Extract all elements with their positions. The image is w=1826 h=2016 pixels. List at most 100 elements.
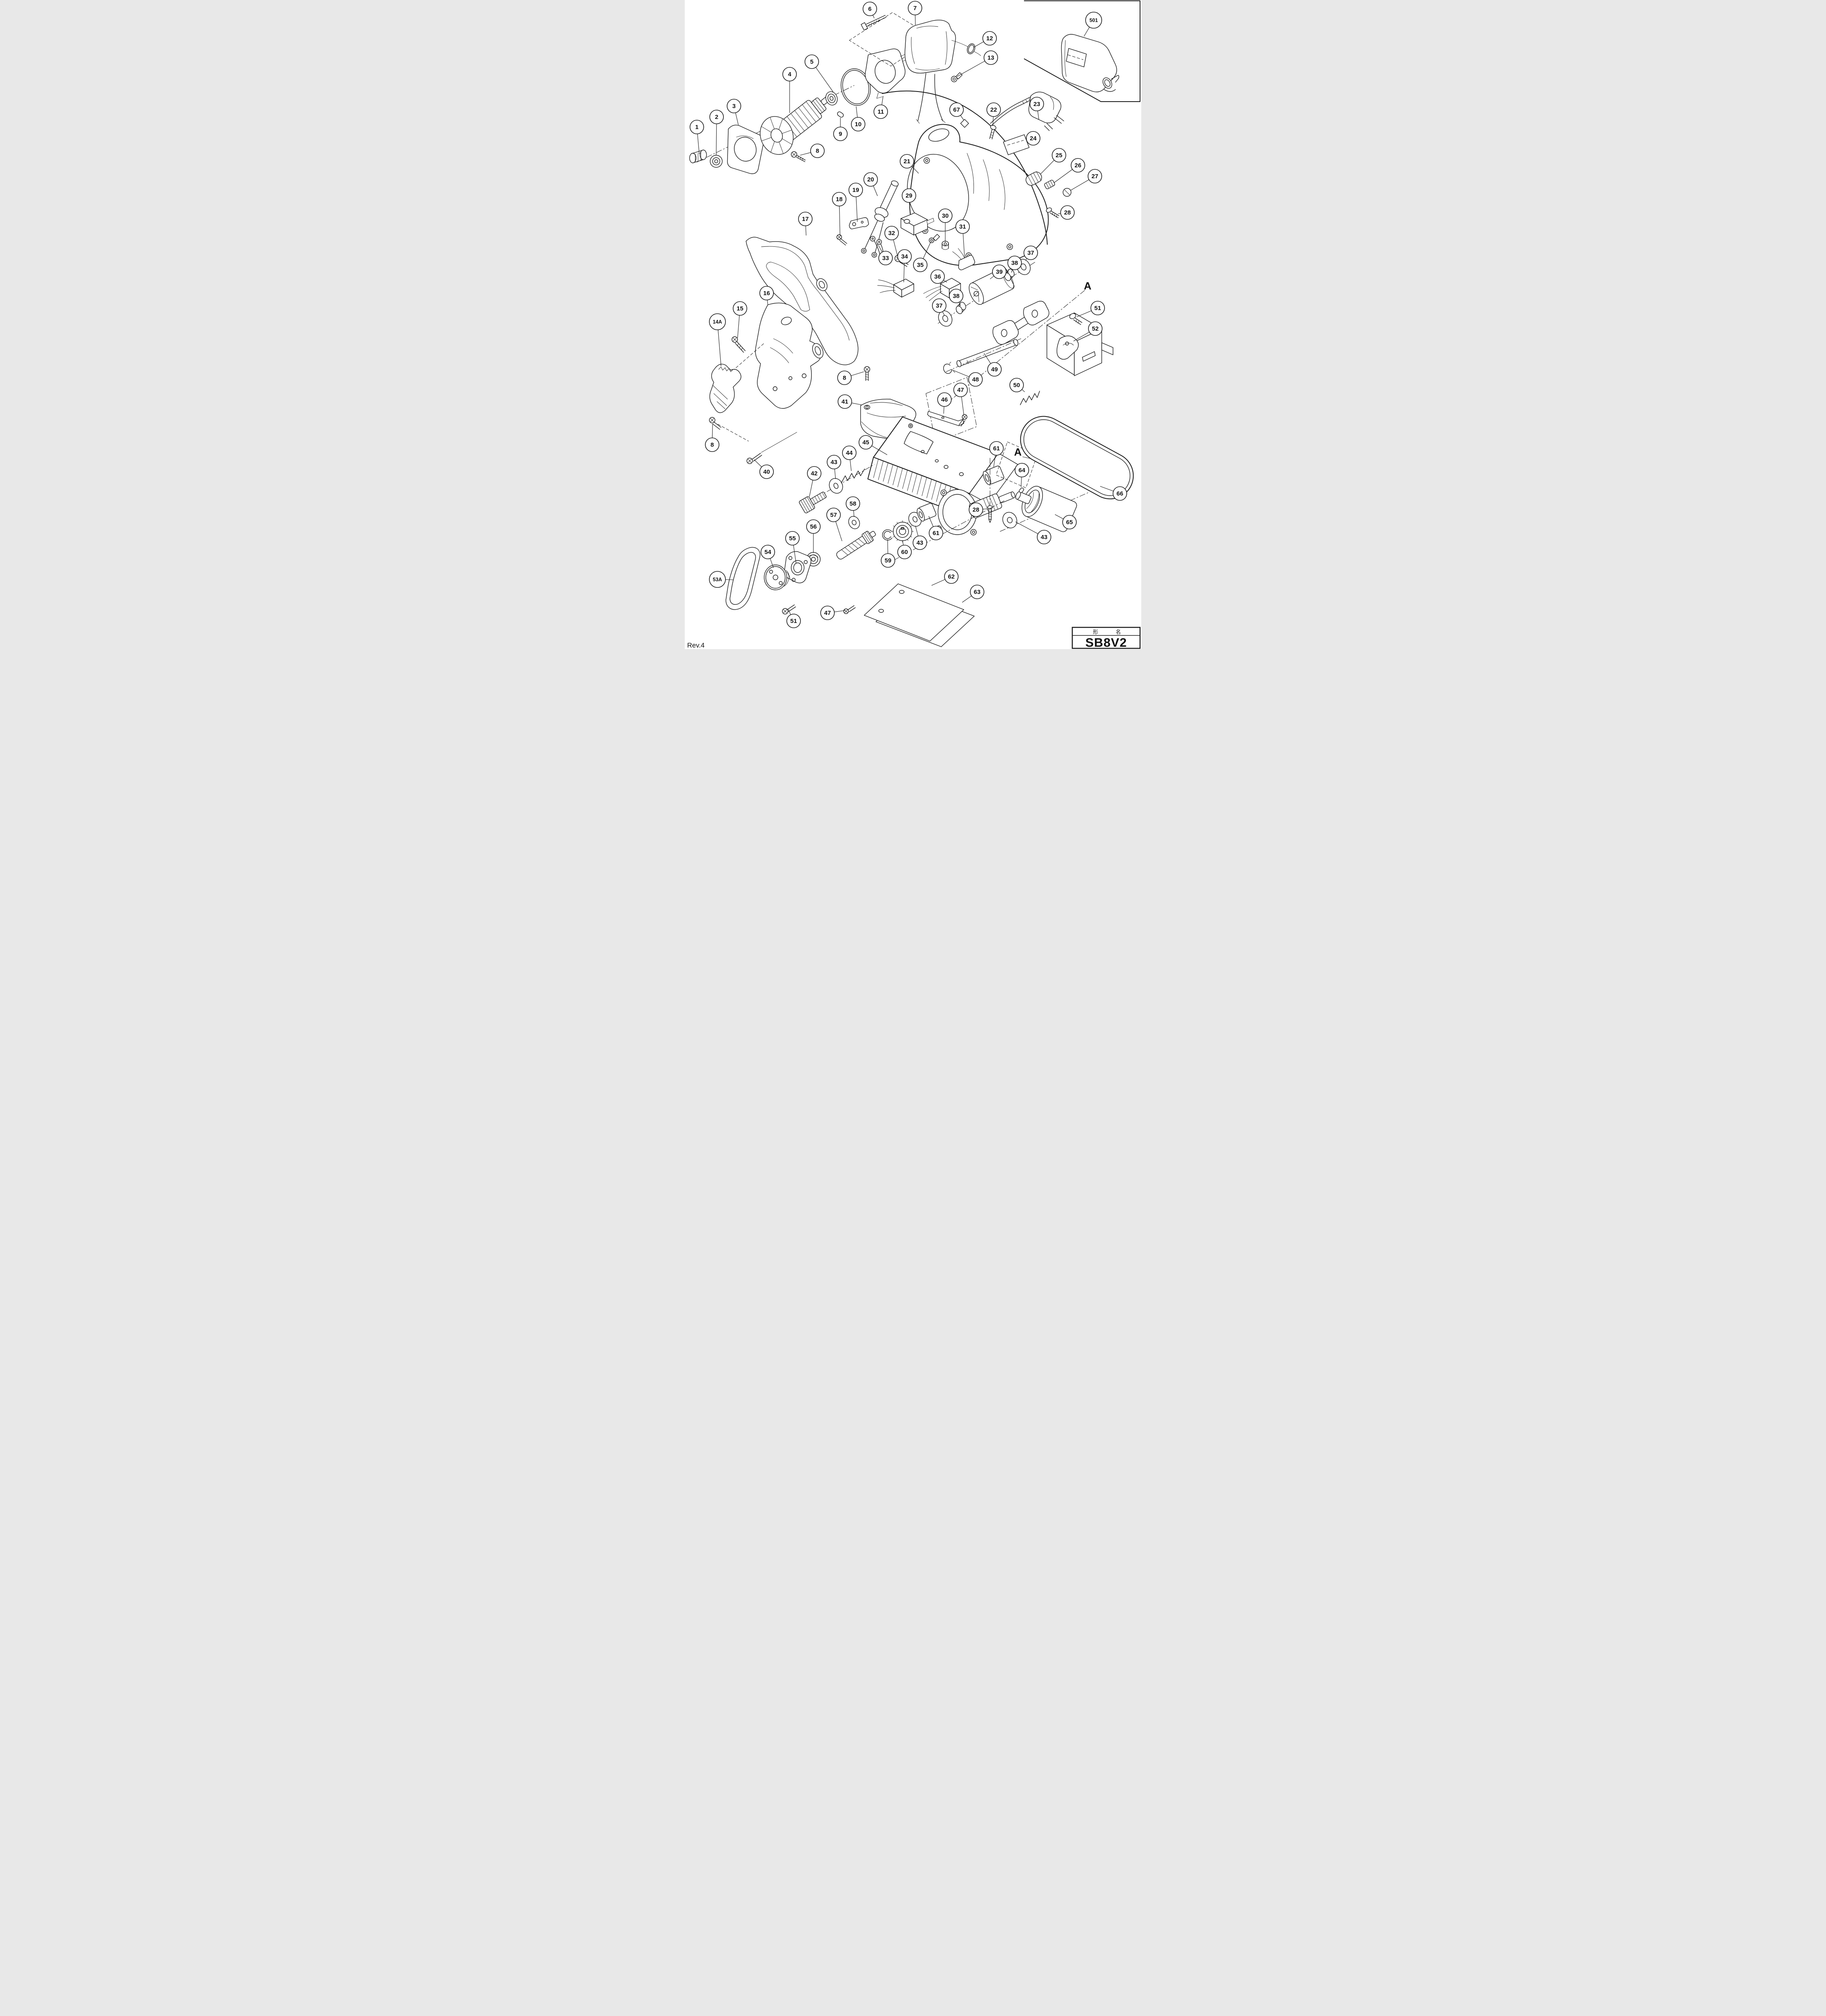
callout-number: 27	[1092, 173, 1099, 180]
callout-17: 17	[798, 212, 813, 236]
callout-number: 28	[1064, 209, 1071, 216]
brush-cap-drawing	[689, 150, 707, 163]
callout-circle	[1015, 463, 1029, 477]
screw-18-drawing	[836, 234, 847, 246]
callout-leader-line	[851, 402, 862, 405]
callout-number: 61	[993, 445, 1000, 452]
marker-67-drawing	[960, 119, 969, 128]
callout-leader-line	[923, 242, 931, 259]
callout-circle	[987, 362, 1002, 377]
callout-circle	[863, 172, 878, 187]
callout-29: 29	[902, 188, 916, 214]
callout-leader-line	[1100, 486, 1114, 492]
callout-circle	[982, 31, 997, 46]
callout-leader-line	[839, 206, 840, 236]
callout-11: 11	[873, 96, 888, 119]
callout-leader-line	[1021, 389, 1025, 392]
washer-37b-drawing	[938, 310, 953, 327]
callout-leader-line	[882, 96, 884, 105]
callout-circle	[733, 301, 747, 316]
callout-circle	[1071, 158, 1085, 173]
callout-circle	[759, 464, 774, 479]
callout-leader-line	[718, 329, 721, 367]
callout-circle	[1030, 97, 1044, 111]
callout-3: 3	[727, 99, 741, 125]
callout-leader-line	[754, 459, 762, 467]
callout-circle	[805, 54, 819, 69]
callout-circle	[953, 383, 968, 397]
callout-43: 43	[1015, 521, 1051, 544]
callout-number: 34	[901, 253, 908, 260]
callout-55: 55	[785, 531, 800, 563]
callout-number: 16	[763, 290, 770, 297]
callout-65: 65	[1055, 514, 1077, 529]
callout-circle	[881, 553, 895, 568]
callout-circle	[842, 446, 857, 460]
callout-leader-line	[962, 596, 972, 603]
section-label-A: A	[1084, 280, 1092, 292]
title-block-field-label: 形 名	[1093, 629, 1129, 635]
callout-number: 25	[1056, 152, 1063, 159]
screw-51a-drawing	[1069, 313, 1082, 325]
callout-48: 48	[951, 369, 983, 387]
callout-leader-line	[1054, 169, 1073, 183]
callout-leader-line	[963, 233, 965, 258]
callout-32: 32	[884, 226, 899, 257]
callout-57: 57	[826, 508, 842, 541]
callout-leader-line	[834, 610, 846, 612]
callout-leader-line	[767, 300, 768, 305]
callout-44: 44	[842, 446, 857, 471]
callout-number: 43	[1041, 534, 1048, 541]
brush-holder-plate-drawing	[865, 48, 909, 99]
cover-16-drawing	[755, 302, 823, 409]
callout-leader-line	[1011, 269, 1013, 273]
accessory-box	[1024, 0, 1140, 102]
callout-45: 45	[859, 435, 888, 455]
callout-number: 23	[1034, 101, 1040, 108]
callout-number: 8	[816, 148, 819, 154]
snap-ring-48-drawing	[943, 362, 955, 374]
callout-20: 20	[863, 172, 878, 196]
callout-circle	[846, 496, 860, 511]
terminal-35-drawing	[929, 234, 940, 243]
callout-56: 56	[806, 519, 821, 553]
callout-circle	[989, 441, 1004, 456]
callout-number: 50	[1013, 382, 1020, 389]
callout-21: 21	[900, 154, 919, 174]
retaining-ring-59-drawing	[882, 529, 892, 541]
callout-41: 41	[838, 394, 862, 409]
callout-number: 12	[986, 35, 993, 42]
callout-number: 57	[830, 512, 837, 519]
callout-number: 52	[1092, 325, 1099, 332]
callout-49: 49	[984, 353, 1002, 377]
bearing-2-drawing	[710, 155, 723, 168]
callout-62: 62	[931, 569, 959, 586]
callout-circle	[1052, 148, 1066, 162]
callout-circle	[863, 2, 877, 16]
callout-leader-line	[878, 245, 883, 252]
callout-circle	[709, 571, 726, 588]
callout-circle	[709, 313, 726, 330]
callout-23: 23	[1030, 97, 1044, 120]
callout-leader-line	[1084, 27, 1090, 37]
roller-61b-drawing	[917, 503, 936, 522]
callout-circle	[897, 545, 912, 559]
callout-leader-line	[1076, 310, 1092, 317]
callout-circle	[968, 372, 983, 387]
callout-12: 12	[973, 31, 997, 48]
spring-50-drawing	[1020, 391, 1040, 405]
revision-label: Rev.4	[687, 641, 705, 649]
callout-circle	[1090, 301, 1105, 315]
callout-number: 6	[868, 6, 871, 12]
screw-51b-drawing	[782, 604, 796, 614]
callout-26: 26	[1054, 158, 1085, 183]
callout-leader-line	[957, 60, 985, 77]
callout-circle	[759, 286, 774, 300]
callout-number: 32	[888, 230, 895, 237]
callout-number: 63	[974, 589, 981, 596]
callout-30: 30	[938, 208, 953, 242]
callout-circle	[937, 392, 952, 407]
callout-number: 58	[850, 500, 857, 507]
worm-57-drawing	[836, 531, 876, 560]
callout-circle	[938, 208, 953, 223]
